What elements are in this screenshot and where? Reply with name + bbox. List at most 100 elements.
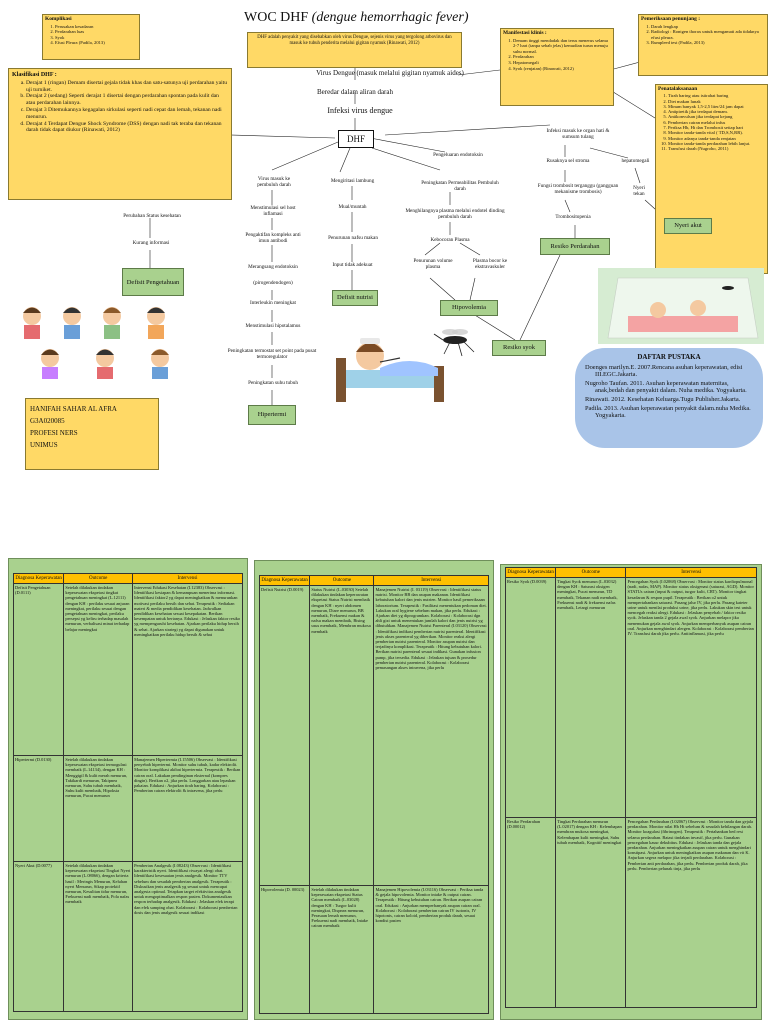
table-row: Resiko Syok (D.0039) Tingkat Syok menuru… <box>504 577 757 818</box>
child-figure <box>103 307 121 339</box>
penatalaksanaan-item: Transfusi darah (Nugroho, 2011) <box>668 146 765 151</box>
node-virus-pembuluh: Virus masuk ke pembuluh darah <box>257 176 291 188</box>
pustaka-item: Doenges marilyn.E. 2007.Rencana asuhan k… <box>585 363 743 379</box>
node-kurang-info: Kurang informasi <box>132 240 170 246</box>
table-cell: Hipovolemia (D. 00023) <box>258 885 311 1014</box>
table-cell: Resiko Syok (D.0039) <box>504 577 557 818</box>
child-figure <box>41 349 59 379</box>
klasifikasi-item: Derajat 2 (sedang) Seperti derajat 1 dis… <box>26 93 228 107</box>
child-figure <box>147 307 165 339</box>
manifestasi-box: Manifestasi klinis : Demam tinggi mendad… <box>500 28 614 106</box>
node-pengaktifan: Pengaktifan kompleks anti imun antibodi <box>245 232 301 244</box>
table-cell: Nyeri Akut (D.0077) <box>12 861 65 1012</box>
table-cell: Defisit Nutrisi (D.0019) <box>258 585 311 886</box>
table-cell: Status Nutrisi (L.03030) Setelah dilakuk… <box>309 585 375 886</box>
sick-child-illustration <box>330 318 470 406</box>
table-header-cell: Intervensi <box>132 573 243 584</box>
child-figure <box>96 349 114 379</box>
diagnosis-hipertermi: Hipertermi <box>248 405 296 425</box>
komplikasi-item: Perusakan kesadaran <box>55 24 137 30</box>
komplikasi-item: Syok <box>55 35 137 41</box>
table-header-cell: Diagnosa Keperawatan <box>504 567 557 578</box>
node-beredar: Beredar dalam aliran darah <box>317 88 393 96</box>
pustaka-item: Padila. 2013. Asuhan keperawatan penyaki… <box>585 404 751 420</box>
node-rusaknya: Rusaknya sel stroma <box>546 158 590 164</box>
node-penurunan-vol: Penurunan volume plasma <box>413 258 453 270</box>
title-main: WOC DHF <box>244 10 309 25</box>
node-trombositopenia: Trombositopenia <box>555 214 591 220</box>
pemeriksaan-item: Radiologi : Rontgen thorax untuk mengama… <box>651 29 765 40</box>
pustaka-box: DAFTAR PUSTAKA Doenges marilyn.E. 2007.R… <box>575 348 763 448</box>
table-cell: Pencegahan Perdarahan (I.02067) Observas… <box>625 817 757 1008</box>
klasifikasi-heading: Klasifikasi DHF : <box>12 72 57 78</box>
table-header-cell: Outcome <box>63 573 134 584</box>
table-header-cell: Intervensi <box>373 575 489 586</box>
pemeriksaan-item: Rumpleed test (Padila, 2013) <box>651 40 765 46</box>
mosquito-net-illustration <box>598 268 764 344</box>
nursing-table-1: Diagnosa Keperawatan Outcome Intervensi … <box>8 558 248 1020</box>
care-plan-table: Diagnosa Keperawatan Outcome Intervensi … <box>258 575 489 1014</box>
table-row: Hipertermi (D.0130) Setelah dilakukan ti… <box>12 755 243 862</box>
klasifikasi-item: Derajat 1 (ringan) Demam disertai gejala… <box>26 80 228 94</box>
care-plan-table: Diagnosa Keperawatan Outcome Intervensi … <box>12 573 243 1012</box>
komplikasi-heading: Komplikasi <box>45 16 72 22</box>
pustaka-item: Nugroho Taufan. 2011. Asuhan keperawatan… <box>585 379 747 395</box>
author-program: PROFESI NERS <box>30 429 78 437</box>
author-box: HANIFAH SAHAR AL AFRA G3A020085 PROFESI … <box>25 398 159 470</box>
penatalaksanaan-item: Minum banyak 1,5-2,5 liter/24 jam dapat <box>668 104 765 109</box>
table-cell: Setelah dilakukan tindakan keperawatan e… <box>63 755 134 862</box>
pemeriksaan-item: Darah lengkap <box>651 24 765 30</box>
table-header-cell: Outcome <box>555 567 627 578</box>
author-nim: G3A020085 <box>30 417 65 425</box>
node-infeksi-hati: Infeksi masuk ke organ hati & sumsum tul… <box>546 128 610 140</box>
komplikasi-item: Perdarahan luas <box>55 29 137 35</box>
care-plan-table: Diagnosa Keperawatan Outcome Intervensi … <box>504 567 757 1008</box>
node-pirogen: (pirogendendogen) <box>253 280 293 286</box>
node-termostat: Peningkatan termostat set point pada pus… <box>227 348 317 360</box>
node-merangsang: Merangsang endotoksin <box>248 264 298 270</box>
table-row: Defisit Nutrisi (D.0019) Status Nutrisi … <box>258 585 489 886</box>
node-lambung: Mengiritasi lambung <box>330 178 375 184</box>
node-peningkatan-perm: Peningkatan Permeabilitas Pembuluh darah <box>421 180 499 192</box>
penatalaksanaan-item: Monitor tanda-tanda perdarahan lebih lan… <box>668 141 765 146</box>
definition-text: DHF adalah penyakit yang disebabkan oleh… <box>257 35 452 46</box>
node-suhu: Peningkatan suhu tubuh <box>248 380 298 386</box>
table-cell: Pemberian Analgesik (I.08243) Observasi … <box>132 861 243 1012</box>
klasifikasi-item: Derajat 4 Terdapat Dengue Shock Syndrome… <box>26 121 228 135</box>
definition-box: DHF adalah penyakit yang disebabkan oleh… <box>247 32 462 68</box>
node-menstimulasi: Menstimulasi sel host inflamasi <box>250 205 296 217</box>
table-cell: Manajemen Hipovolemia (I.03116) Observas… <box>373 885 489 1014</box>
penatalaksanaan-box: Penatalaksanaan Tirah baring atau istira… <box>655 84 768 274</box>
table-cell: Setelah dilakukan tindakan keperawatan e… <box>309 885 375 1014</box>
table-cell: Hipertermi (D.0130) <box>12 755 65 862</box>
child-figure <box>63 307 81 339</box>
table-cell: Tingkat Syok menurun (L.03032) dengan KH… <box>555 577 627 818</box>
page-title: WOC DHF (dengue hemorrhagic fever) <box>244 10 494 26</box>
child-figure <box>151 349 169 379</box>
penatalaksanaan-item: Monitor adanya tanda-tanda renjatan <box>668 136 765 141</box>
table-cell: Manajemen Nutrisi (I. 03119) Observasi :… <box>373 585 489 886</box>
node-pengeluaran: Pengeluaran endotoksin <box>433 152 483 158</box>
node-nafsu: Penurunan nafsu makan <box>328 235 378 241</box>
author-university: UNIMUS <box>30 441 58 449</box>
node-kebocoran: Kebocoran Plasma <box>430 237 470 243</box>
mosquito-icon <box>430 320 480 360</box>
child-figure <box>23 307 41 339</box>
penatalaksanaan-item: Pemberian cairan melalui infus <box>668 120 765 125</box>
table-cell: Defisit Pengetahuan (D.0111) <box>12 583 65 756</box>
node-perubahan-status: Perubahan Status kesehatan <box>123 213 181 219</box>
penatalaksanaan-item: Periksa Hb, Ht dan Trombosit setiap hari <box>668 125 765 130</box>
komplikasi-box: Komplikasi Perusakan kesadaran Perdaraha… <box>42 14 140 60</box>
node-fungsi: Fungsi trombosit terganggu (gangguan mek… <box>537 183 619 195</box>
diagnosis-hipovolemia: Hipovolemia <box>440 300 498 316</box>
pemeriksaan-heading: Pemeriksaan penunjang : <box>641 16 701 22</box>
komplikasi-item: Efusi Pleura (Padila, 2013) <box>55 40 137 46</box>
klasifikasi-box: Klasifikasi DHF : Derajat 1 (ringan) Dem… <box>8 68 232 200</box>
node-infeksi: Infeksi virus dengue <box>327 106 393 115</box>
nursing-table-2: Diagnosa Keperawatan Outcome Intervensi … <box>254 560 494 1020</box>
diagnosis-resiko-perdarahan: Resiko Perdarahan <box>540 238 610 255</box>
table-row: Resiko Perdarahan (D.00012) Tingkat Perd… <box>504 817 757 1008</box>
table-row: Hipovolemia (D. 00023) Setelah dilakukan… <box>258 885 489 1014</box>
penatalaksanaan-item: Monitor tanda-tanda vital ( TD,S,N,RR). <box>668 130 765 135</box>
penatalaksanaan-heading: Penatalaksanaan <box>658 86 698 92</box>
